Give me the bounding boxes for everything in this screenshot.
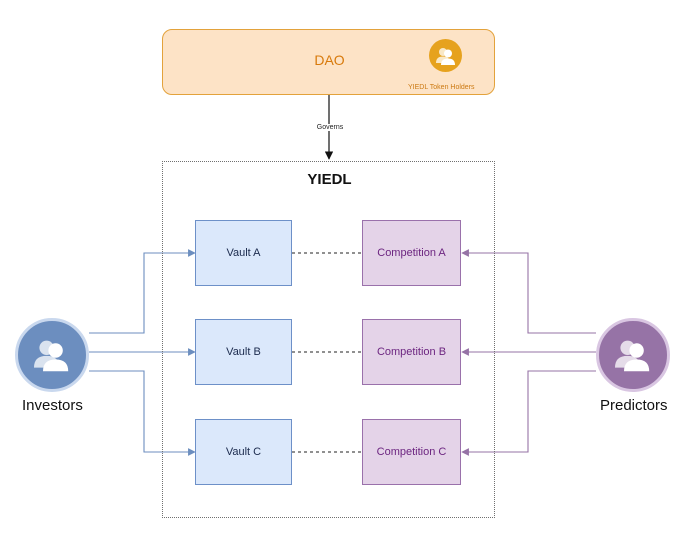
dao-subtitle: YIEDL Token Holders: [408, 84, 475, 91]
predictors-to-competition-a-arrow: [461, 249, 596, 334]
users-icon: [34, 340, 69, 372]
vault-c-box: Vault C: [195, 419, 292, 485]
vault-b-box: Vault B: [195, 319, 292, 385]
governs-label: Governs: [300, 124, 360, 131]
yiedl-title: YIEDL: [307, 171, 352, 188]
predictors-label: Predictors: [600, 397, 668, 414]
predictors-to-competition-c-arrow: [461, 370, 596, 456]
investors-label: Investors: [22, 397, 83, 414]
dao-box: DAO YIEDL Token Holders: [162, 29, 495, 95]
predictors-avatar: [596, 318, 670, 392]
investors-to-vault-a-arrow: [89, 249, 196, 334]
users-icon: [429, 39, 462, 72]
dao-title: DAO: [314, 52, 345, 68]
competition-b-box: Competition B: [362, 319, 461, 385]
users-icon: [615, 340, 650, 372]
investors-to-vault-c-arrow: [89, 370, 196, 456]
investors-avatar: [15, 318, 89, 392]
vault-a-box: Vault A: [195, 220, 292, 286]
yiedl-container: YIEDL: [162, 161, 495, 518]
competition-c-box: Competition C: [362, 419, 461, 485]
competition-a-box: Competition A: [362, 220, 461, 286]
